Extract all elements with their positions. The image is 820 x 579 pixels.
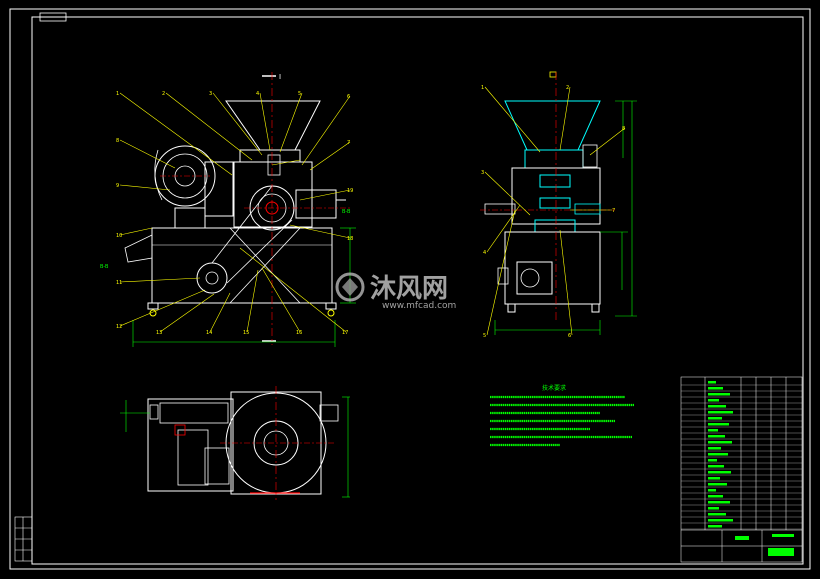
parts-row-text (708, 393, 730, 396)
parts-row-text (708, 381, 716, 384)
svg-text:3: 3 (209, 91, 212, 97)
svg-text:2: 2 (162, 91, 165, 97)
svg-text:5: 5 (298, 91, 301, 97)
svg-text:17: 17 (342, 330, 348, 336)
svg-text:19: 19 (347, 188, 353, 194)
notes-heading: 技术要求 (542, 384, 566, 392)
watermark-url: www.mfcad.com (382, 301, 456, 311)
parts-row-text (708, 453, 728, 456)
parts-row-text (708, 471, 731, 474)
parts-row-text (708, 465, 724, 468)
parts-row-text (708, 417, 722, 420)
parts-row-text (708, 495, 723, 498)
parts-list-rows (681, 381, 802, 530)
svg-text:16: 16 (296, 330, 302, 336)
svg-text:1: 1 (481, 85, 484, 91)
parts-row-text (708, 429, 718, 432)
parts-row-text (708, 435, 725, 438)
svg-text:10: 10 (116, 233, 122, 239)
svg-text:9: 9 (116, 183, 119, 189)
svg-text:15: 15 (243, 330, 249, 336)
parts-row-text (708, 399, 719, 402)
svg-text:7: 7 (347, 140, 350, 146)
svg-text:5: 5 (483, 333, 486, 339)
drawing-number-box (39, 12, 67, 22)
svg-text:6: 6 (568, 333, 571, 339)
sheet-border-inner (31, 16, 804, 565)
svg-text:2: 2 (566, 85, 569, 91)
svg-text:13: 13 (156, 330, 162, 336)
title-block-fill (735, 534, 794, 556)
watermark-brand: 沐风网 (370, 274, 448, 304)
svg-text:14: 14 (206, 330, 212, 336)
watermark: 沐风网 www.mfcad.com (335, 272, 456, 311)
binding-strip (14, 516, 33, 562)
svg-text:12: 12 (116, 324, 122, 330)
front-section-mark-top: I (279, 73, 281, 81)
svg-text:18: 18 (347, 236, 353, 242)
parts-row-text (708, 525, 722, 528)
parts-row-text (708, 423, 729, 426)
parts-row-text (708, 483, 727, 486)
parts-row-text (708, 477, 720, 480)
svg-text:4: 4 (483, 250, 486, 256)
svg-text:1: 1 (116, 91, 119, 97)
svg-text:7: 7 (612, 208, 615, 214)
parts-row-text (708, 447, 721, 450)
watermark-logo-icon (335, 272, 365, 302)
svg-text:3: 3 (481, 170, 484, 176)
parts-row-text (708, 387, 723, 390)
front-side-note: B-B (100, 264, 109, 270)
title-block (680, 376, 803, 563)
side-view: 1 2 3 4 5 6 7 8 (480, 71, 637, 339)
top-view (120, 386, 350, 500)
parts-row-text (708, 513, 726, 516)
svg-text:11: 11 (116, 280, 122, 286)
parts-row-text (708, 405, 726, 408)
svg-text:6: 6 (347, 94, 350, 100)
svg-text:4: 4 (256, 91, 259, 97)
svg-text:B-B: B-B (342, 209, 351, 215)
parts-row-text (708, 489, 716, 492)
technical-requirements: 技术要求 (490, 384, 634, 447)
svg-text:8: 8 (116, 138, 119, 144)
parts-row-text (708, 441, 732, 444)
sheet-border-outer (9, 8, 811, 570)
svg-text:8: 8 (622, 126, 625, 132)
parts-row-text (708, 507, 719, 510)
front-view: I (100, 72, 356, 347)
parts-row-text (708, 411, 733, 414)
parts-row-text (708, 519, 733, 522)
parts-row-text (708, 501, 730, 504)
parts-row-text (708, 459, 717, 462)
